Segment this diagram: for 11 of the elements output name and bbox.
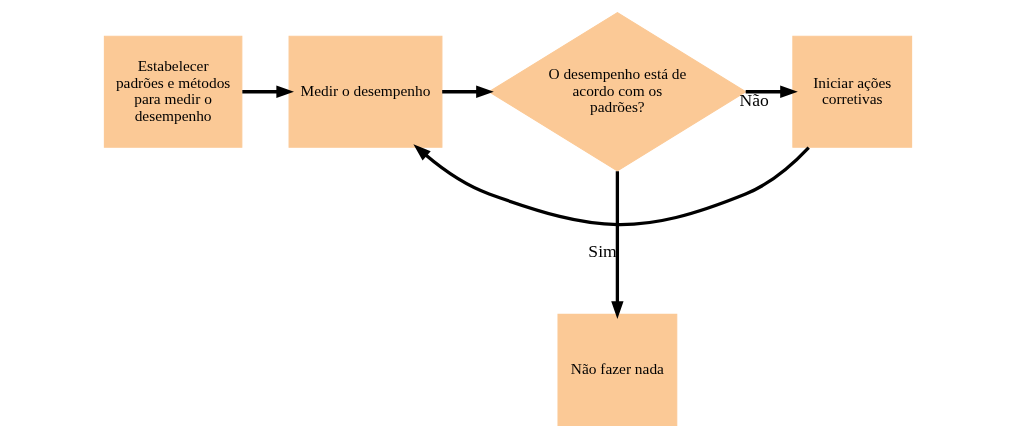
- arrow: [441, 85, 494, 98]
- edge-label: Não: [739, 89, 769, 110]
- node-box: Medir o desempenho: [288, 35, 442, 148]
- node-box: Iniciar ações corretivas: [791, 35, 912, 148]
- arrow: [610, 171, 624, 319]
- node-box: Não fazer nada: [556, 313, 677, 426]
- arrow: [412, 144, 810, 227]
- node-box: Estabelecer padrões e métodos para medir o desempenho: [103, 35, 242, 148]
- edge-label: Sim: [587, 240, 617, 261]
- arrow: [241, 85, 294, 98]
- arrow: [745, 85, 798, 98]
